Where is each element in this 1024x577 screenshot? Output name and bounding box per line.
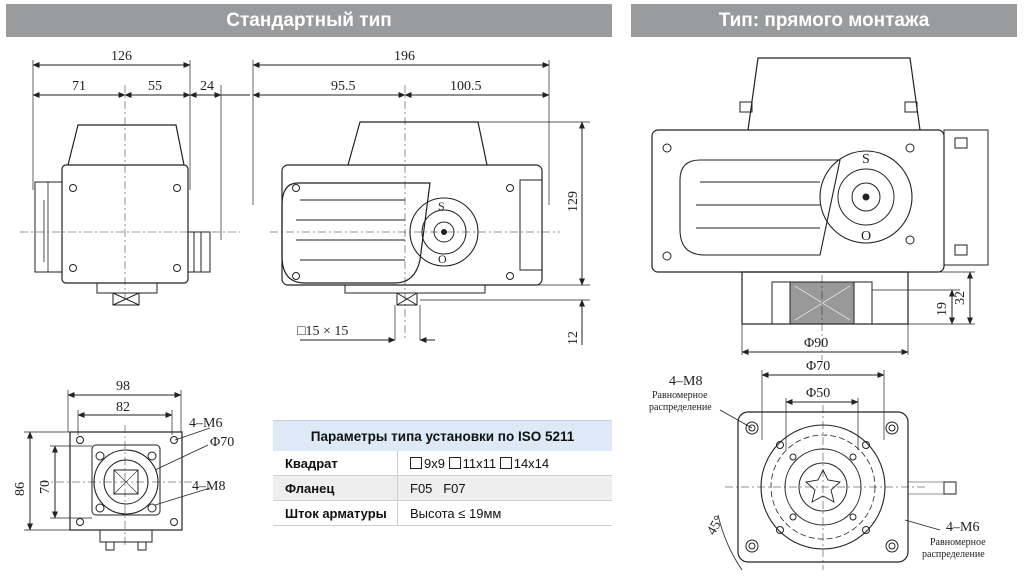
direct-mount-front-drawing bbox=[651, 57, 989, 360]
dim-71: 71 bbox=[72, 79, 86, 94]
dim-32: 32 bbox=[953, 291, 968, 305]
label-uniform-1-left: Равномерное bbox=[652, 390, 708, 401]
mark-o-front: O bbox=[438, 252, 447, 266]
dim-15x15: □15 × 15 bbox=[297, 324, 348, 339]
dim-70: 70 bbox=[38, 480, 53, 494]
row-value-square: 9x9 11x11 14x14 bbox=[397, 451, 612, 476]
square-checkbox-icon bbox=[448, 456, 461, 469]
dim-100-5: 100.5 bbox=[450, 79, 482, 94]
dim-phi50: Φ50 bbox=[806, 386, 830, 401]
label-4-m6-right: 4–M6 bbox=[946, 520, 979, 535]
bottom-view-drawing bbox=[24, 390, 211, 551]
mark-s-right: S bbox=[862, 152, 870, 167]
label-phi70-left: Φ70 bbox=[210, 435, 234, 450]
header-direct-mount-type-label: Тип: прямого монтажа bbox=[718, 9, 930, 31]
front-view-drawing bbox=[252, 60, 590, 345]
mark-o-right: O bbox=[861, 229, 871, 244]
label-uniform-1-right: Равномерное bbox=[930, 537, 986, 548]
row-key-flange: Фланец bbox=[273, 475, 398, 501]
table-row: Квадрат 9x9 11x11 14x14 bbox=[273, 451, 612, 476]
iso5211-parameters-table: Параметры типа установки по ISO 5211 Ква… bbox=[273, 420, 612, 526]
label-uniform-2-right: распределение bbox=[922, 549, 985, 560]
table-row: Фланец F05 F07 bbox=[273, 475, 612, 501]
row-value-stem: Высота ≤ 19мм bbox=[397, 500, 612, 526]
dim-24: 24 bbox=[200, 79, 214, 94]
dim-19: 19 bbox=[935, 302, 950, 316]
side-view-drawing bbox=[20, 60, 250, 306]
dim-12: 12 bbox=[566, 331, 581, 345]
table-title: Параметры типа установки по ISO 5211 bbox=[273, 420, 612, 451]
row-key-stem: Шток арматуры bbox=[273, 500, 398, 526]
dim-82: 82 bbox=[116, 400, 130, 415]
dim-55: 55 bbox=[148, 79, 162, 94]
table-row: Шток арматуры Высота ≤ 19мм bbox=[273, 500, 612, 526]
square-11x11: 11x11 bbox=[462, 455, 497, 471]
square-9x9: 9x9 bbox=[424, 455, 445, 471]
row-key-square: Квадрат bbox=[273, 451, 398, 476]
label-uniform-2-left: распределение bbox=[649, 402, 712, 413]
dim-129: 129 bbox=[566, 191, 581, 212]
dim-126: 126 bbox=[111, 49, 132, 64]
dim-196: 196 bbox=[394, 49, 415, 64]
label-4-m6-left: 4–M6 bbox=[189, 416, 222, 431]
dim-86: 86 bbox=[13, 482, 28, 496]
dim-phi70-right: Φ70 bbox=[806, 359, 830, 374]
square-14x14: 14x14 bbox=[513, 455, 550, 471]
header-direct-mount-type: Тип: прямого монтажа bbox=[631, 4, 1017, 37]
dim-phi90: Φ90 bbox=[804, 336, 828, 351]
label-4-m8-right: 4–M8 bbox=[669, 374, 702, 389]
header-standard-type: Стандартный тип bbox=[6, 4, 612, 37]
direct-mount-flange-drawing bbox=[717, 370, 957, 571]
square-checkbox-icon bbox=[499, 456, 512, 469]
row-value-flange: F05 F07 bbox=[397, 475, 612, 501]
label-4-m8-left: 4–M8 bbox=[192, 479, 225, 494]
dim-95-5: 95.5 bbox=[331, 79, 356, 94]
header-standard-type-label: Стандартный тип bbox=[226, 9, 392, 31]
mark-s-front: S bbox=[438, 199, 445, 213]
dim-98: 98 bbox=[116, 379, 130, 394]
square-checkbox-icon bbox=[410, 456, 422, 469]
